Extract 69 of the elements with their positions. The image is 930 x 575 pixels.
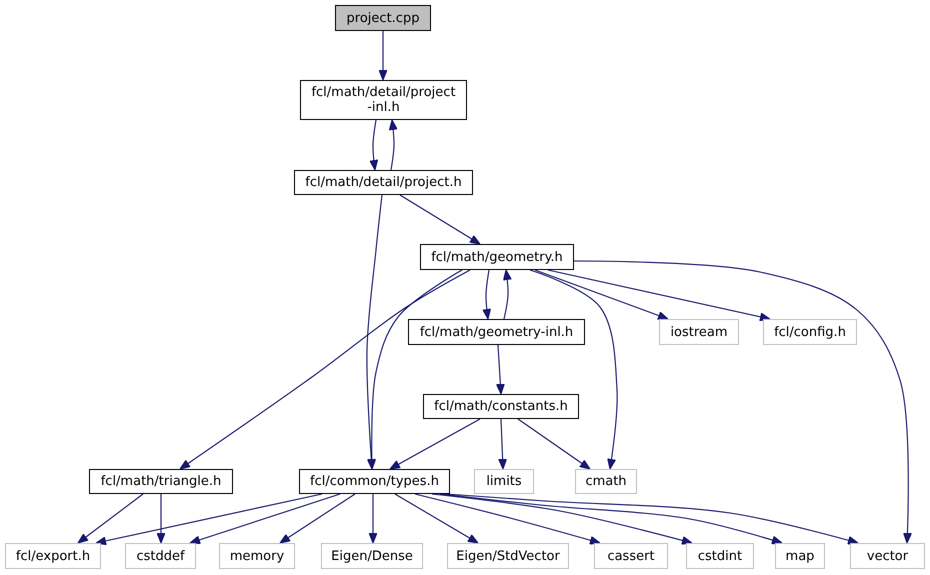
- file-name: fcl/config.h: [774, 324, 846, 340]
- arrow: [388, 120, 398, 170]
- arrow: [548, 269, 770, 322]
- external-header-box: [686, 543, 754, 569]
- external-header-box: [5, 543, 101, 569]
- external-header-box: [219, 543, 295, 569]
- file-name: Eigen/StdVector: [456, 548, 560, 564]
- file-name: memory: [230, 548, 284, 564]
- header-file-box: [89, 469, 233, 494]
- file-name: fcl/math/geometry-inl.h: [420, 324, 574, 340]
- external-header-box: [775, 543, 825, 569]
- header-file-box: [408, 319, 585, 345]
- arrow: [180, 270, 470, 470]
- arrow: [518, 418, 590, 470]
- file-name: fcl/export.h: [16, 548, 90, 564]
- file-name: fcl/math/geometry.h: [431, 250, 563, 264]
- file-name: cstdint: [698, 548, 742, 564]
- source-file-box: [335, 5, 431, 31]
- arrow: [368, 494, 378, 544]
- external-header-box: [575, 469, 637, 494]
- arrow: [530, 269, 618, 470]
- arrow: [534, 269, 668, 320]
- arrow: [190, 493, 340, 544]
- arrow: [378, 31, 388, 80]
- file-name: iostream: [670, 324, 728, 340]
- external-header-box: [659, 319, 739, 345]
- arrow: [367, 270, 462, 470]
- file-name: project.cpp: [346, 10, 420, 26]
- external-header-box: [763, 319, 857, 345]
- arrow: [78, 494, 144, 544]
- file-name: fcl/math/detail/project.h: [305, 175, 462, 190]
- arrow: [482, 270, 492, 320]
- header-file-box: [300, 80, 467, 120]
- arrow: [400, 194, 480, 244]
- external-header-box: [474, 469, 534, 494]
- external-header-box: [447, 543, 569, 569]
- external-header-box: [850, 543, 925, 569]
- file-name: fcl/math/triangle.h: [100, 474, 222, 489]
- file-name: fcl/math/detail/project -inl.h: [310, 85, 457, 115]
- arrow: [440, 493, 782, 544]
- arrow: [366, 194, 383, 470]
- arrow: [414, 493, 600, 545]
- file-name: cmath: [585, 474, 627, 489]
- external-header-box: [125, 543, 196, 569]
- arrow: [390, 418, 480, 470]
- header-file-box: [420, 244, 574, 270]
- file-name: cstddef: [136, 548, 185, 564]
- arrow: [369, 120, 378, 170]
- file-name: cassert: [607, 548, 655, 564]
- arrow: [574, 260, 912, 544]
- external-header-box: [321, 543, 423, 569]
- arrow: [394, 494, 478, 544]
- file-name: Eigen/Dense: [331, 548, 413, 564]
- external-header-box: [594, 543, 668, 569]
- arrow: [432, 493, 692, 545]
- file-name: fcl/common/types.h: [310, 474, 439, 489]
- file-name: vector: [866, 548, 908, 564]
- arrow: [96, 493, 322, 546]
- file-name: fcl/math/constants.h: [434, 399, 568, 414]
- arrow: [280, 494, 356, 544]
- arrow: [502, 270, 512, 320]
- header-file-box: [294, 170, 473, 195]
- arrow: [498, 418, 508, 470]
- file-name: map: [786, 548, 814, 564]
- header-file-box: [299, 469, 450, 494]
- arrow: [156, 494, 166, 544]
- file-name: limits: [486, 474, 522, 489]
- arrow: [496, 344, 505, 394]
- header-file-box: [423, 394, 579, 419]
